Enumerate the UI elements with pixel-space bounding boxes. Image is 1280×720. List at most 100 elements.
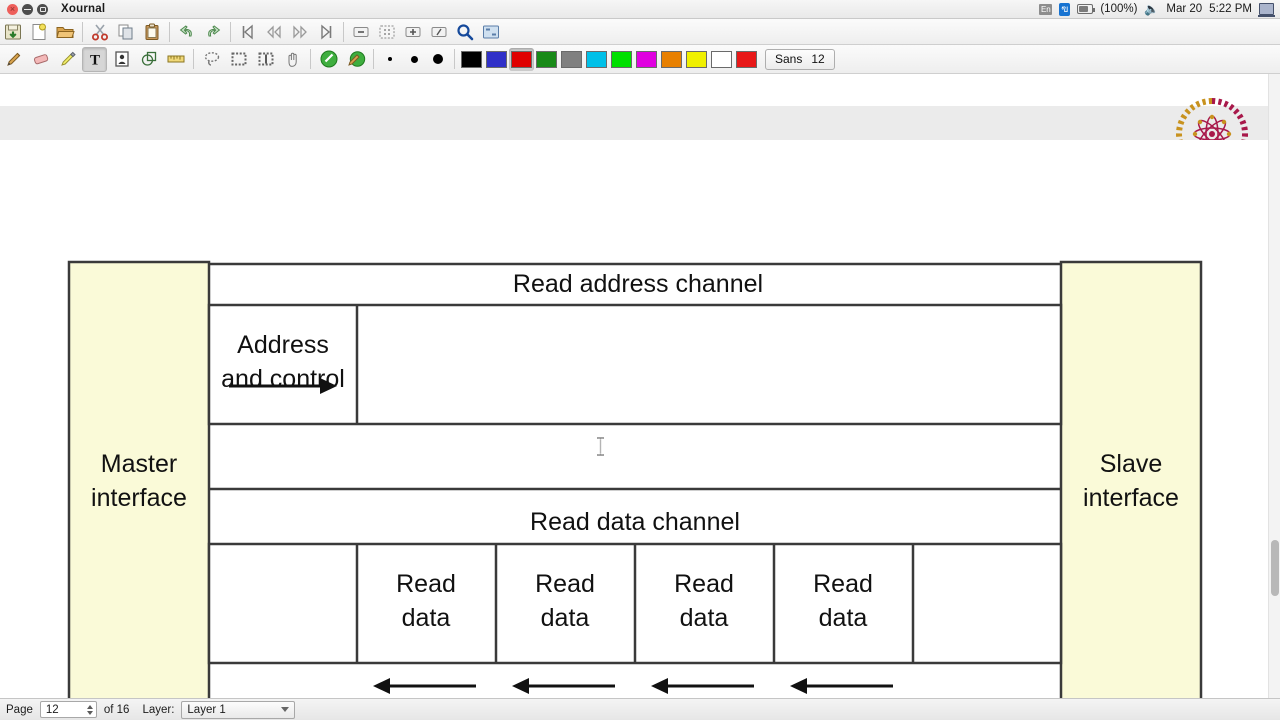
- copy-button[interactable]: [114, 20, 138, 44]
- toolbar-separator: [169, 21, 170, 42]
- pencil-icon[interactable]: [1, 47, 26, 72]
- vertical-scrollbar[interactable]: [1268, 74, 1280, 698]
- text-cursor: [597, 437, 604, 456]
- read-data-cell-3-line1: Read: [674, 570, 734, 598]
- window-title-bar: Xournal En ฃ (100%) 🔈 Mar 20 5:22 PM: [0, 0, 1280, 19]
- page-stepper-down-icon[interactable]: [87, 710, 94, 715]
- toolbar-separator: [454, 49, 455, 69]
- highlighter-icon[interactable]: [55, 47, 80, 72]
- color-red-2[interactable]: [734, 48, 759, 71]
- address-and-control-line1: Address: [237, 331, 329, 359]
- page-stepper-up-icon[interactable]: [87, 704, 94, 709]
- clock-time[interactable]: 5:22 PM: [1209, 3, 1252, 15]
- color-black[interactable]: [459, 48, 484, 71]
- read-data-cell-2-line2: data: [541, 604, 590, 632]
- previous-page-button[interactable]: [262, 20, 286, 44]
- thickness-thick[interactable]: [426, 47, 450, 71]
- read-data-cell: Read data: [396, 570, 456, 632]
- font-name-label: Sans: [775, 52, 803, 66]
- tools-toolbar: T Sans 12: [0, 45, 1280, 74]
- bluetooth-icon[interactable]: ฃ: [1059, 2, 1071, 16]
- slave-interface-box: [1059, 260, 1203, 698]
- color-dark-green[interactable]: [534, 48, 559, 71]
- color-magenta[interactable]: [634, 48, 659, 71]
- eraser-icon[interactable]: [28, 47, 53, 72]
- minimize-window-button[interactable]: [22, 3, 33, 15]
- color-green[interactable]: [609, 48, 634, 71]
- save-button[interactable]: [1, 20, 25, 44]
- read-data-cell-4-line2: data: [819, 604, 868, 632]
- page-number-stepper[interactable]: 12: [39, 701, 97, 718]
- cut-button[interactable]: [88, 20, 112, 44]
- vertical-scrollbar-thumb[interactable]: [1271, 540, 1279, 596]
- color-gray[interactable]: [559, 48, 584, 71]
- read-data-cell-1-line1: Read: [396, 570, 456, 598]
- read-data-arrow-left: [790, 678, 893, 694]
- vertical-space-icon[interactable]: [253, 47, 278, 72]
- toolbar-separator: [310, 49, 311, 69]
- shape-recognizer-icon[interactable]: [136, 47, 161, 72]
- green-circle-pen-icon[interactable]: [316, 47, 341, 72]
- color-blue[interactable]: [484, 48, 509, 71]
- volume-icon[interactable]: 🔈: [1144, 2, 1160, 16]
- fullscreen-button[interactable]: [479, 20, 503, 44]
- hand-icon[interactable]: [280, 47, 305, 72]
- color-red[interactable]: [509, 47, 534, 71]
- master-interface-box: [67, 260, 211, 698]
- slave-interface-line1: Slave: [1100, 450, 1163, 478]
- battery-icon[interactable]: [1077, 4, 1096, 14]
- zoom-in-button[interactable]: [401, 20, 425, 44]
- window-controls[interactable]: [0, 3, 55, 15]
- thickness-medium[interactable]: [402, 47, 426, 71]
- address-row: [207, 303, 1063, 426]
- color-yellow[interactable]: [684, 48, 709, 71]
- undo-button[interactable]: [175, 20, 199, 44]
- layer-select[interactable]: Layer 1: [181, 700, 296, 719]
- fit-page-button[interactable]: [375, 20, 399, 44]
- color-cyan[interactable]: [584, 48, 609, 71]
- display-icon[interactable]: [1258, 3, 1275, 17]
- toolbar-separator: [193, 49, 194, 69]
- font-selector[interactable]: Sans 12: [765, 48, 835, 70]
- lasso-icon[interactable]: [199, 47, 224, 72]
- green-circle-tool-icon[interactable]: [343, 47, 368, 72]
- text-tool[interactable]: T: [82, 46, 107, 72]
- thickness-fine[interactable]: [378, 47, 402, 71]
- read-address-channel-label: Read address channel: [513, 270, 763, 298]
- page-stepper-arrows[interactable]: [85, 702, 96, 717]
- toolbar-separator: [343, 21, 344, 42]
- slave-interface-line2: interface: [1083, 484, 1179, 512]
- input-method-icon[interactable]: En: [1039, 3, 1053, 15]
- toolbar-separator: [230, 21, 231, 42]
- redo-button[interactable]: [201, 20, 225, 44]
- color-white[interactable]: [709, 48, 734, 71]
- open-folder-button[interactable]: [53, 20, 77, 44]
- close-window-button[interactable]: [7, 3, 18, 15]
- new-document-button[interactable]: [27, 20, 51, 44]
- clock-date[interactable]: Mar 20: [1166, 3, 1203, 15]
- last-page-button[interactable]: [314, 20, 338, 44]
- page-content[interactable]: Read address channel Address and control…: [0, 140, 1268, 698]
- ruler-icon[interactable]: [163, 47, 188, 72]
- read-data-arrow-left: [651, 678, 754, 694]
- page-number-input[interactable]: 12: [45, 703, 59, 716]
- read-data-cell: Read data: [535, 570, 595, 632]
- address-arrow-right: [229, 378, 337, 394]
- document-canvas[interactable]: NPTEL Read address channel Address and c…: [0, 74, 1280, 698]
- first-page-button[interactable]: [236, 20, 260, 44]
- color-orange[interactable]: [659, 48, 684, 71]
- zoom-normal-button[interactable]: [427, 20, 451, 44]
- previous-page-bottom-edge: [0, 74, 1268, 106]
- layer-label: Layer:: [142, 703, 175, 716]
- toolbar-separator: [82, 21, 83, 42]
- master-interface-line1: Master: [101, 450, 177, 478]
- read-data-cell: Read data: [674, 570, 734, 632]
- read-data-cell-2-line1: Read: [535, 570, 595, 598]
- zoom-out-button[interactable]: [349, 20, 373, 44]
- dashed-rectangle-icon[interactable]: [226, 47, 251, 72]
- magnifier-icon[interactable]: [453, 20, 477, 44]
- maximize-window-button[interactable]: [37, 3, 48, 15]
- paste-button[interactable]: [140, 20, 164, 44]
- image-icon[interactable]: [109, 47, 134, 72]
- next-page-button[interactable]: [288, 20, 312, 44]
